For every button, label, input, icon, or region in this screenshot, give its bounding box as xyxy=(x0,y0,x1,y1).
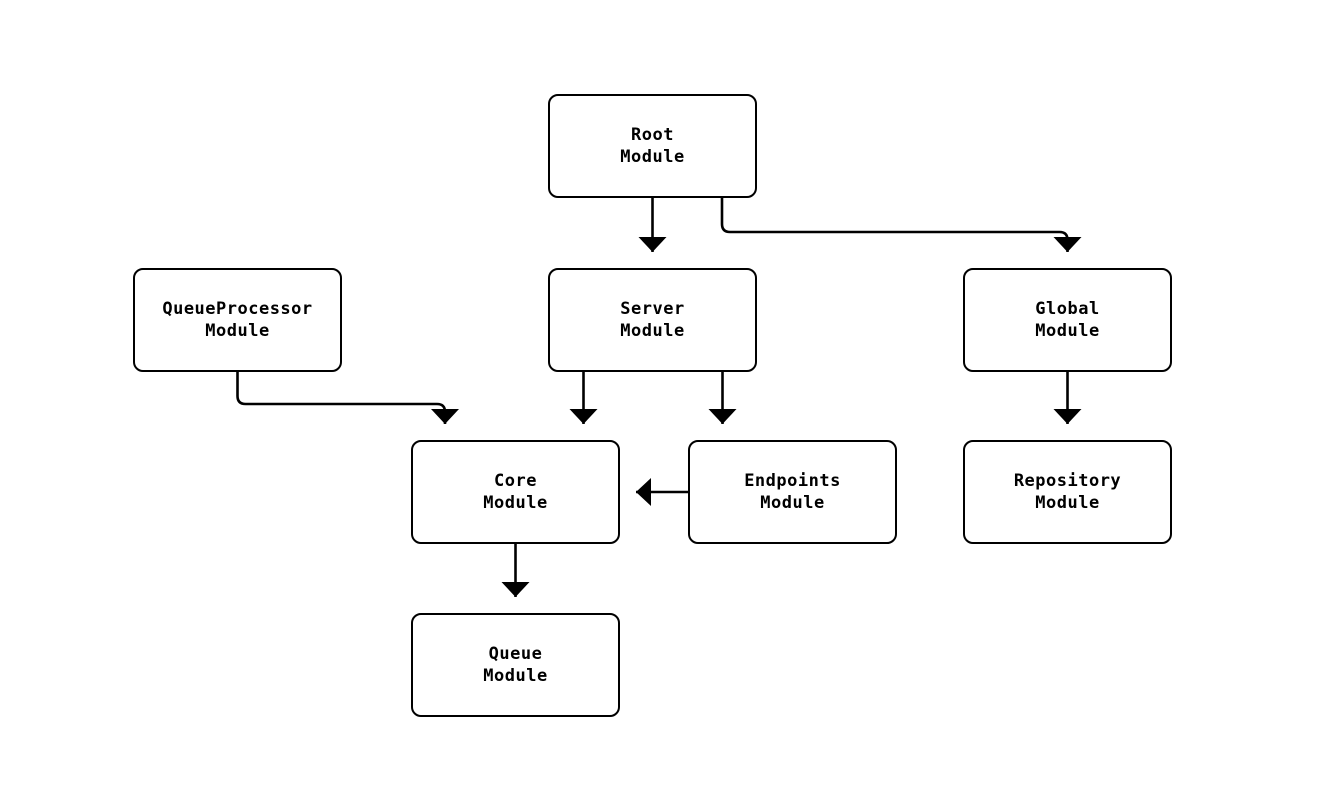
node-core-module: Core Module xyxy=(411,440,620,544)
node-label-line1: Core xyxy=(494,471,537,491)
node-root-module: Root Module xyxy=(548,94,757,198)
node-label-line1: Global xyxy=(1035,299,1100,319)
node-label-line2: Module xyxy=(483,493,548,513)
node-label-line2: Module xyxy=(483,666,548,686)
node-endpoints-module: Endpoints Module xyxy=(688,440,897,544)
node-label-line2: Module xyxy=(620,321,685,341)
node-label-line1: Repository xyxy=(1013,471,1122,491)
node-label-line1: Endpoints xyxy=(744,471,841,491)
edge-queueprocessor-to-core xyxy=(236,372,459,424)
edge-root-to-global xyxy=(720,198,1082,252)
node-label-line1: Server xyxy=(620,299,685,319)
node-global-module: Global Module xyxy=(963,268,1172,372)
node-label-line2: Module xyxy=(620,147,685,167)
node-label-line1: Root xyxy=(631,125,674,145)
node-label-line1: QueueProcessor xyxy=(162,299,313,319)
node-label-line2: Module xyxy=(1035,321,1100,341)
node-label-line2: Module xyxy=(205,321,270,341)
node-label-line1: Queue xyxy=(488,644,543,664)
node-queue-module: Queue Module xyxy=(411,613,620,717)
node-repository-module: Repository Module xyxy=(963,440,1172,544)
node-server-module: Server Module xyxy=(548,268,757,372)
node-label-line2: Module xyxy=(760,493,825,513)
node-label-line2: Module xyxy=(1035,493,1100,513)
node-queueprocessor-module: QueueProcessor Module xyxy=(133,268,342,372)
